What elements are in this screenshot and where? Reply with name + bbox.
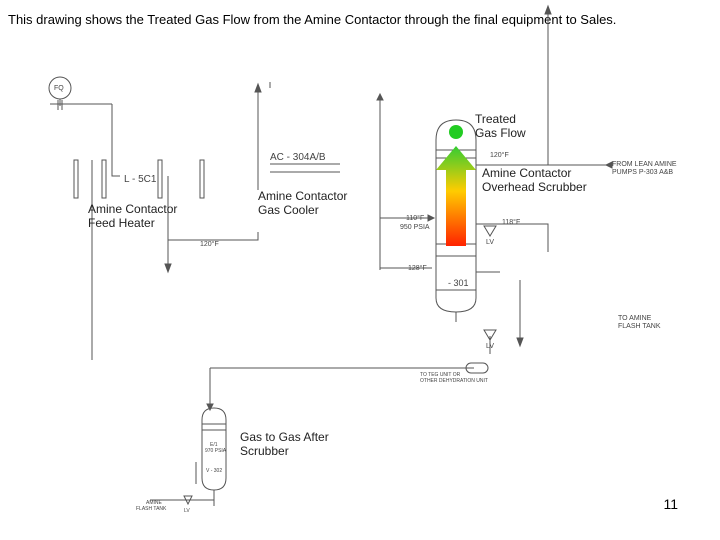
amine-flash-line2: FLASH TANK [136,506,167,512]
contactor-vessel [435,119,477,313]
temp-120-bottom: 120°F [200,240,219,248]
fq-text: FQ [54,85,64,92]
gas-cooler-label: Amine Contactor Gas Cooler [258,189,348,217]
heater-tag: L - 5C1 [124,174,157,185]
amine-flash-line1: AMINE [146,500,163,506]
gas-to-gas-label: Gas to Gas After Scrubber [240,430,329,458]
page-caption: This drawing shows the Treated Gas Flow … [8,12,617,27]
scrubber-psia: 970 PSIA [205,448,227,454]
lv-label-1: LV [486,239,494,246]
page-number: 11 [663,496,678,512]
treated-gas-flow-arrow [436,146,476,246]
feed-heater-plate-right [101,159,107,199]
feed-heater-plate-left [73,159,79,199]
scrubber-id: E/1 [210,442,218,448]
to-dehy-line1: TO TEG UNIT OR [420,372,461,378]
after-scrubber-vessel [201,407,227,491]
treated-gas-outlet-marker [449,125,463,139]
temp-110: 110°F [406,214,424,222]
lv-label-2: LV [486,343,494,350]
lv-label-3: LV [184,508,190,514]
treated-gas-flow-label: Treated Gas Flow [475,112,526,140]
vessel-tag: - 301 [448,278,469,288]
to-dehy-line2: OTHER DEHYDRATION UNIT [420,378,488,384]
temp-128: 128°F [408,264,427,272]
cooler-tag: AC - 304A/B [270,152,326,163]
from-lean-amine-line2: PUMPS P-303 A&B [612,169,673,176]
overhead-scrubber-label: Amine Contactor Overhead Scrubber [482,166,587,194]
temp-118: 118°F [502,218,520,226]
feed-heater-label: Amine Contactor Feed Heater [88,202,178,230]
to-amine-line1: TO AMINE [618,315,652,322]
temp-120-top: 120°F [490,151,509,159]
psia-950: 950 PSIA [400,224,430,231]
scrubber-tag: V - 302 [206,468,222,474]
to-amine-line2: FLASH TANK [618,323,661,330]
from-lean-amine-line1: FROM LEAN AMINE [612,161,677,168]
